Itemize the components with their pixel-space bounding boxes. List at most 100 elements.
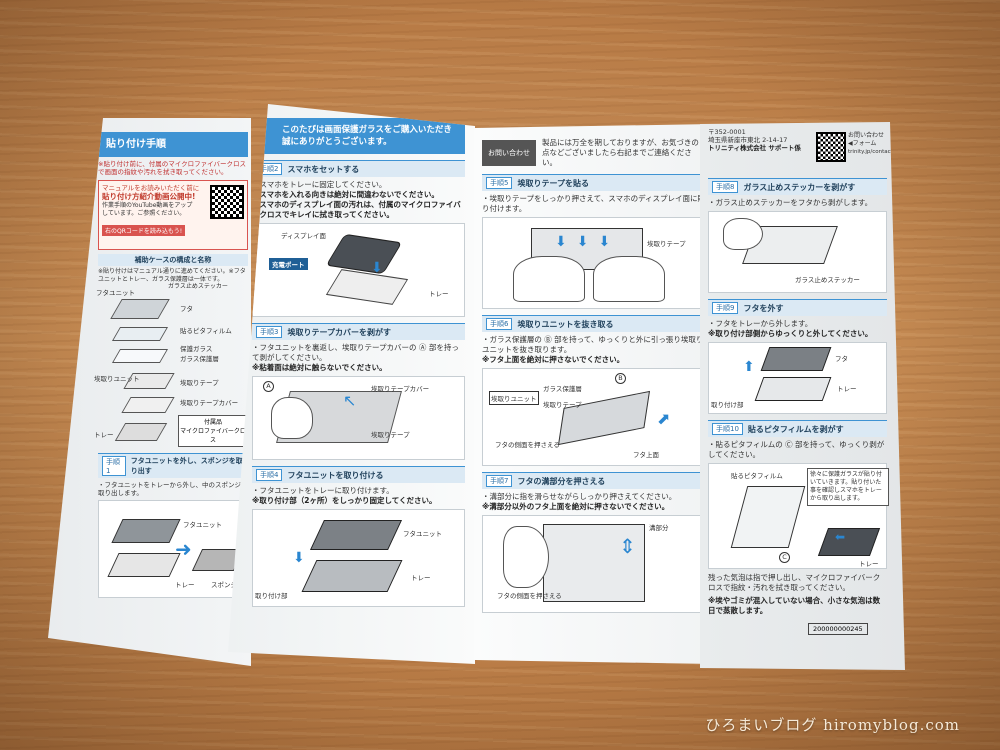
parts-title: 補助ケースの構成と名称 <box>98 254 248 266</box>
step9-label-mount: 取り付け部 <box>711 401 744 409</box>
step7-text-1: ※溝部分以外のフタ上面を絶対に押さないでください。 <box>482 502 670 511</box>
step6-illustration: ⬈ B 埃取りユニット ガラス保護層 埃取りテープ フタの側面を押さえる フタ上… <box>482 368 706 466</box>
address-zip: 〒352-0001 <box>708 128 746 136</box>
step1-label-sponge: スポンジ <box>211 581 237 589</box>
contact-text: 製品には万全を期しておりますが、お気づきの点などございましたら右記までご連絡くだ… <box>542 138 699 167</box>
step9-text-0: ・フタをトレーから外します。 <box>708 319 813 328</box>
step9-title: フタを外す <box>743 303 784 313</box>
qr-code-icon[interactable] <box>210 185 244 219</box>
contact-link-2: ◀フォーム <box>848 140 877 147</box>
step2-label-display: ディスプレイ面 <box>281 232 327 240</box>
leaflet-panel-1: 貼り付け手順 ※貼り付け前に、付属のマイクロファイバークロスで画面の指紋や汚れを… <box>48 118 251 666</box>
step1-label-tray: トレー <box>175 581 195 589</box>
step1-header: 手順1 フタユニットを外し、スポンジを取り出す <box>98 453 248 478</box>
step9-illustration: ⬆ フタ 取り付け部 トレー <box>708 342 887 414</box>
hand-shape <box>503 526 549 588</box>
video-box: マニュアルをお読みいただく前に 貼り付け方紹介動画公開中! 作業手順のYouTu… <box>98 180 248 250</box>
step7-num: 手順7 <box>486 475 513 487</box>
step4-num: 手順4 <box>256 469 283 481</box>
step2-label-tray: トレー <box>429 290 449 298</box>
step9-header: 手順9 フタを外す <box>708 299 887 316</box>
step3-label-tape: 埃取りテープ <box>371 431 410 439</box>
address-block: 〒352-0001 埼玉県新座市東北 2-14-17 トリニティ株式会社 サポー… <box>708 128 893 172</box>
warning-text: ※埃やゴミが混入していない場合、小さな気泡は数日で蒸散します。 <box>708 596 881 615</box>
step6-text-1: ※フタ上面を絶対に押さないでください。 <box>482 355 625 364</box>
tray-shape <box>325 269 409 305</box>
video-cta: 右のQRコードを読み込もう! <box>102 225 186 236</box>
step7-illustration: ⇕ 溝部分 フタの側面を押さえる <box>482 515 706 613</box>
step3-header: 手順3 埃取りテープカバーを剥がす <box>252 323 465 340</box>
step2-num: 手順2 <box>256 163 283 175</box>
tray-part <box>114 423 168 441</box>
down-arrow-icon: ⬇ <box>371 260 383 276</box>
step1-num: 手順1 <box>102 456 126 476</box>
step6-label-tape: 埃取りテープ <box>543 401 582 409</box>
lid-shape <box>760 347 832 371</box>
step6-text-0: ・ガラス保護層の Ⓑ 部を持って、ゆっくりと外に引っ張り埃取りユニットを抜き取り… <box>482 335 704 354</box>
step8-title: ガラス止めステッカーを剥がす <box>743 182 856 192</box>
closing-text: 残った気泡は指で押し出し、マイクロファイバークロスで指紋・汚れを拭き取ってくださ… <box>708 573 881 592</box>
contact-label: お問い合わせ <box>482 140 536 166</box>
film-part <box>111 327 169 341</box>
phone-shape <box>325 233 403 275</box>
address-line: 埼玉県新座市東北 2-14-17 <box>708 136 788 144</box>
contact-link-1: お問い合わせ <box>848 132 885 139</box>
step4-text-0: ・フタユニットをトレーに取り付けます。 <box>252 486 394 495</box>
tray-shape <box>301 560 403 592</box>
step4-text-1: ※取り付け部（2ヶ所）をしっかり固定してください。 <box>252 496 437 505</box>
leaflet-panel-3: お問い合わせ 製品には万全を期しておりますが、お気づきの点などございましたら右記… <box>474 124 714 664</box>
step3-label-cover: 埃取りテープカバー <box>371 385 430 393</box>
left-hand-shape <box>513 256 585 302</box>
step3-num: 手順3 <box>256 326 283 338</box>
step6-label-unit: 埃取りユニット <box>489 391 539 405</box>
label-sticker: ガラス止めステッカー <box>168 283 228 290</box>
step5-illustration: ⬇⬇⬇ 埃取りテープ <box>482 217 706 309</box>
step7-title: フタの溝部分を押さえる <box>517 476 606 486</box>
right-hand-shape <box>593 256 665 302</box>
step4-title: フタユニットを取り付ける <box>287 470 384 480</box>
label-dust-tape: 埃取りテープ <box>180 379 219 387</box>
accessory-box: 付属品 マイクロファイバークロス <box>178 415 248 447</box>
step2-header: 手順2 スマホをセットする <box>252 160 465 177</box>
right-arrow-icon: ⬈ <box>657 409 671 428</box>
step6-header: 手順6 埃取りユニットを抜き取る <box>482 315 706 332</box>
step10-label-tray: トレー <box>859 560 879 568</box>
leaflet-panel-4: 〒352-0001 埼玉県新座市東北 2-14-17 トリニティ株式会社 サポー… <box>700 122 905 670</box>
video-line3: 作業手順のYouTube動画をアップしています。ご参照ください。 <box>102 202 193 217</box>
step5-header: 手順5 埃取りテープを貼る <box>482 174 706 191</box>
lid-top-shape <box>543 524 645 602</box>
label-dust-unit: 埃取りユニット <box>94 375 140 383</box>
parts-diagram: 付属品 マイクロファイバークロス フタユニット ガラス止めステッカー フタ 貼る… <box>94 283 248 447</box>
step6-label-side: フタの側面を押さえる <box>495 441 560 449</box>
video-line2: 貼り付け方紹介動画公開中! <box>102 192 196 201</box>
address-company: トリニティ株式会社 サポート係 <box>708 144 801 152</box>
step10-illustration: ⬅ 徐々に保護ガラスが貼り付いていきます。貼り付いた事を確認しスマホをトレーから… <box>708 463 889 569</box>
step10-hint: 徐々に保護ガラスが貼り付いていきます。貼り付いた事を確認しスマホをトレーから取り… <box>807 468 889 506</box>
step8-num: 手順8 <box>712 181 739 193</box>
tray-shape <box>754 377 832 401</box>
step2-title: スマホをセットする <box>287 164 360 174</box>
panel2-header: このたびは画面保護ガラスをご購入いただき誠にありがとうございます。 <box>252 118 465 154</box>
step4-label-mount: 取り付け部 <box>255 592 288 600</box>
down-arrows-icon: ⬇⬇⬇ <box>555 234 621 250</box>
step1-title: フタユニットを外し、スポンジを取り出す <box>130 457 243 475</box>
step3-illustration: ↖ A 埃取りテープカバー 埃取りテープ <box>252 376 465 460</box>
down-arrow-icon: ⬇ <box>293 550 305 566</box>
panel1-note: ※貼り付け前に、付属のマイクロファイバークロスで画面の指紋や汚れを拭き取ってくだ… <box>98 160 246 176</box>
contact-qr-icon[interactable] <box>816 132 846 162</box>
step3-text-1: ※粘着面は絶対に触らないでください。 <box>252 363 387 372</box>
step3-text-0: ・フタユニットを裏返し、埃取りテープカバーの Ⓐ 部を持って剥がしてください。 <box>252 343 459 362</box>
contact-url[interactable]: trinity.jp/contact <box>848 149 893 155</box>
step9-num: 手順9 <box>712 302 739 314</box>
left-arrow-icon: ⬅ <box>835 530 846 544</box>
step2-text-1: ※スマホを入れる向きは絶対に間違わないでください。 <box>252 190 439 199</box>
blog-watermark: ひろまいブログ hiromyblog.com <box>705 716 960 734</box>
label-film: 貼るピタフィルム <box>180 327 232 335</box>
up-arrow-icon: ⬆ <box>743 359 755 375</box>
step3-label-a: A <box>263 381 274 392</box>
lid-unit-shape <box>310 520 402 550</box>
step9-label-tray: トレー <box>837 385 857 393</box>
step8-header: 手順8 ガラス止めステッカーを剥がす <box>708 178 887 195</box>
step4-label-tray: トレー <box>411 574 431 582</box>
contact-links: お問い合わせ ◀フォーム trinity.jp/contact <box>848 132 894 156</box>
